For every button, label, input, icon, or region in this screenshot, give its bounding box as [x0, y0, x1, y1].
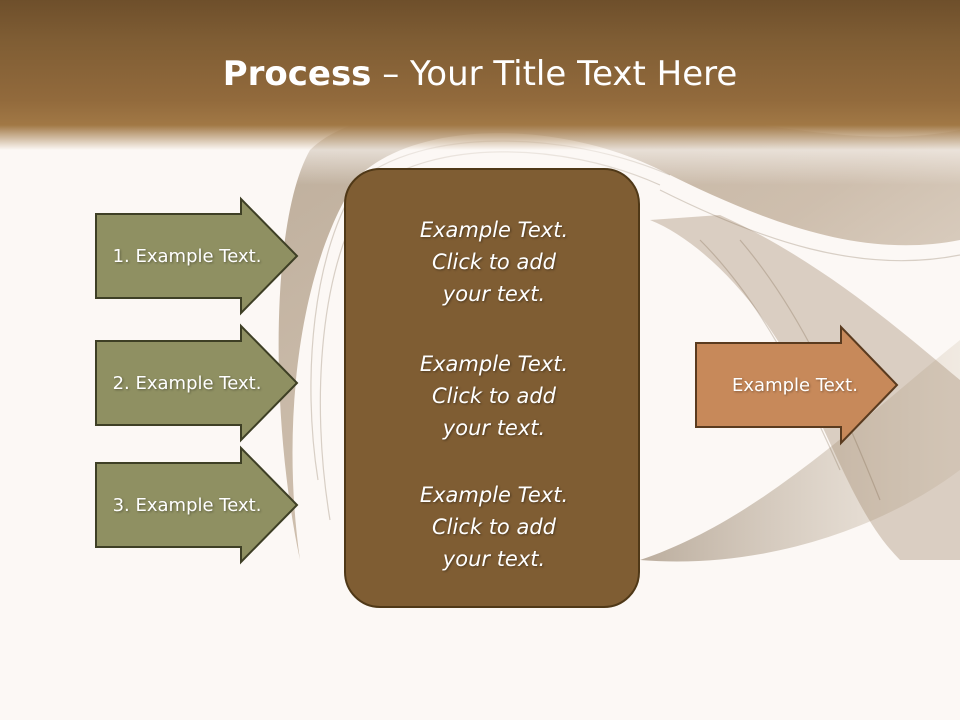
input-arrow-1: 1. Example Text. — [95, 196, 299, 316]
output-arrow-label: Example Text. — [732, 374, 858, 396]
center-text-line: your text. — [442, 416, 546, 440]
center-text-block-2: Example Text. Click to add your text. — [346, 348, 642, 444]
center-process-box: Example Text. Click to add your text. Ex… — [344, 168, 640, 608]
center-text-line: Click to add — [431, 384, 556, 408]
output-arrow: Example Text. — [695, 324, 899, 446]
arrow-shape — [95, 196, 299, 316]
center-text-line: your text. — [442, 282, 546, 306]
title-rest: – Your Title Text Here — [371, 54, 738, 94]
center-text-block-1: Example Text. Click to add your text. — [346, 214, 642, 310]
input-arrow-label: 2. Example Text. — [112, 372, 262, 394]
center-text-line: Click to add — [431, 515, 556, 539]
center-text-line: Example Text. — [419, 483, 569, 507]
input-arrow-3: 3. Example Text. — [95, 445, 299, 565]
title-bold: Process — [222, 54, 372, 94]
center-text-line: Example Text. — [419, 352, 569, 376]
center-text-line: Click to add — [431, 250, 556, 274]
input-arrow-2: 2. Example Text. — [95, 323, 299, 443]
arrow-shape — [95, 323, 299, 443]
title-banner — [0, 0, 960, 185]
center-text-line: your text. — [442, 547, 546, 571]
arrow-shape — [95, 445, 299, 565]
center-text-block-3: Example Text. Click to add your text. — [346, 479, 642, 575]
input-arrow-label: 3. Example Text. — [112, 494, 262, 516]
slide-title: Process – Your Title Text Here — [0, 50, 960, 98]
center-text-line: Example Text. — [419, 218, 569, 242]
arrow-shape — [695, 324, 899, 446]
input-arrow-label: 1. Example Text. — [112, 245, 262, 267]
